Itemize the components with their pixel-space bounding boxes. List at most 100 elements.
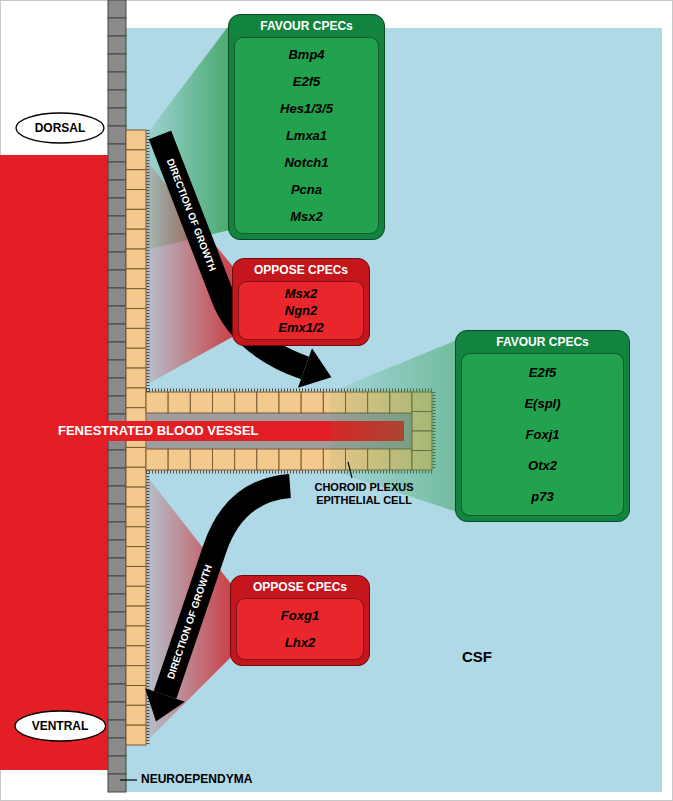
ependymal-cell [108, 72, 126, 90]
epithelial-cell [126, 130, 146, 150]
epithelial-cell [257, 392, 279, 413]
ependymal-cell [108, 90, 126, 108]
box-heading: OPPOSE CPECs [236, 580, 364, 595]
favour-box: FAVOUR CPECsE2f5E(spl)Foxj1Otx2p73 [455, 330, 630, 522]
epithelial-cell [257, 449, 279, 470]
epithelial-cell [126, 606, 146, 626]
epithelial-cell [126, 388, 146, 408]
ependymal-cell [108, 720, 126, 738]
arrow-head [298, 348, 331, 388]
epithelial-cell [190, 449, 212, 470]
epithelial-cell [126, 646, 146, 666]
epithelial-cell [213, 449, 235, 470]
gene-panel: Bmp4E2f5Hes1/3/5Lmxa1Notch1PcnaMsx2 [234, 37, 379, 234]
gene-name: Lmxa1 [239, 122, 374, 149]
gene-panel: E2f5E(spl)Foxj1Otx2p73 [461, 353, 624, 516]
gene-panel: Foxg1Lhx2 [236, 598, 364, 660]
ependymal-cell [108, 306, 126, 324]
epithelial-cell [126, 150, 146, 170]
epithelial-cell [126, 190, 146, 210]
gene-name: Bmp4 [239, 41, 374, 68]
ependymal-cell [108, 450, 126, 468]
gene-name: Otx2 [466, 450, 619, 481]
gene-name: E2f5 [239, 68, 374, 95]
ependymal-cell [108, 180, 126, 198]
box-heading: FAVOUR CPECs [461, 335, 624, 350]
ependymal-cell [108, 540, 126, 558]
epithelial-cell [126, 666, 146, 686]
epithelial-cell [126, 309, 146, 329]
region-label: CSF [462, 648, 492, 666]
ependymal-cell [108, 558, 126, 576]
gene-name: Lhx2 [241, 629, 359, 656]
box-heading: FAVOUR CPECs [234, 19, 379, 34]
gene-name: Foxj1 [466, 419, 619, 450]
ependymal-cell [108, 522, 126, 540]
ependymal-cell [108, 144, 126, 162]
gene-panel: Msx2Ngn2Emx1/2 [238, 281, 364, 340]
epithelial-cell [126, 507, 146, 527]
epithelial-cell [126, 566, 146, 586]
ependymal-cell [108, 684, 126, 702]
ependymal-cell [108, 738, 126, 756]
gene-name: Pcna [239, 176, 374, 203]
oval-shape [15, 711, 106, 741]
orientation-oval: DORSAL [15, 112, 105, 144]
epithelial-cell [126, 249, 146, 269]
shading-layer [146, 24, 234, 742]
gene-name: Notch1 [239, 149, 374, 176]
epithelial-cell [213, 392, 235, 413]
leader-line [120, 779, 137, 780]
ependymal-cell [108, 396, 126, 414]
gene-name: E(spl) [466, 388, 619, 419]
ependymal-cell [108, 702, 126, 720]
epithelial-cell [126, 269, 146, 289]
oppose-box: OPPOSE CPECsMsx2Ngn2Emx1/2 [232, 258, 370, 346]
epithelial-cell [235, 449, 257, 470]
ependymal-cell [108, 54, 126, 72]
oval-text: VENTRAL [32, 719, 89, 733]
epithelial-cell [126, 685, 146, 705]
ependymal-cell [108, 324, 126, 342]
blood-vessel [0, 155, 108, 770]
ependymal-cell [108, 198, 126, 216]
oval-shape [16, 113, 104, 143]
cell-label: CHOROID PLEXUS EPITHELIAL CELL [300, 481, 428, 507]
gene-name: Hes1/3/5 [239, 95, 374, 122]
epithelial-cell [146, 392, 168, 413]
gene-name: Emx1/2 [243, 319, 359, 336]
ependymal-cell [108, 162, 126, 180]
ependymal-cell [108, 774, 126, 792]
ependymal-cell [108, 594, 126, 612]
ependymal-cell [108, 342, 126, 360]
ependymal-cell [108, 288, 126, 306]
arrow-head [145, 688, 185, 721]
oppose-box: OPPOSE CPECsFoxg1Lhx2 [230, 575, 370, 666]
epithelial-cell [126, 547, 146, 567]
gene-name: Ngn2 [243, 302, 359, 319]
gene-name: Msx2 [239, 203, 374, 230]
epithelial-cell [126, 586, 146, 606]
orientation-oval: VENTRAL [14, 710, 107, 742]
oval-text: DORSAL [33, 121, 87, 135]
epithelial-cell [168, 392, 190, 413]
ependymal-cell [108, 612, 126, 630]
epithelial-cell [126, 170, 146, 190]
ependymal-cell [108, 18, 126, 36]
epithelial-cell [126, 229, 146, 249]
ependymal-cell [108, 126, 126, 144]
ependymal-cell [108, 468, 126, 486]
epithelial-cell [168, 449, 190, 470]
epithelial-cell [301, 449, 323, 470]
favour-box: FAVOUR CPECsBmp4E2f5Hes1/3/5Lmxa1Notch1P… [228, 14, 385, 240]
part-label: NEUROEPENDYMA [141, 772, 252, 786]
epithelial-cell [126, 626, 146, 646]
epithelial-cell [126, 368, 146, 388]
epithelial-cell [279, 449, 301, 470]
ependymal-cell [108, 378, 126, 396]
epithelial-cell [235, 392, 257, 413]
ependymal-cell [108, 252, 126, 270]
epithelial-cell [279, 392, 301, 413]
